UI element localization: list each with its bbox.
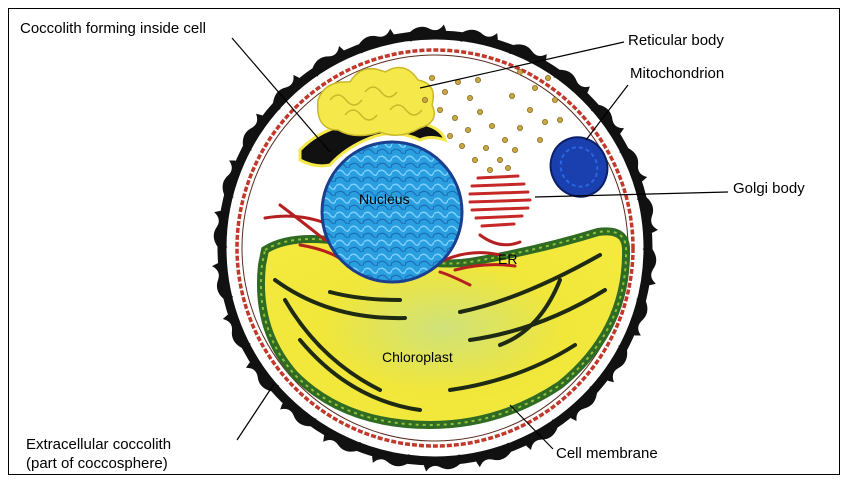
vesicle [429,75,434,80]
vesicle [422,97,427,102]
label-extracellular-coccolith: Extracellular coccolith [26,436,171,453]
vesicle [517,125,522,130]
vesicle [467,95,472,100]
vesicle [437,107,442,112]
label-coccolith-forming: Coccolith forming inside cell [20,20,206,37]
vesicle [537,137,542,142]
vesicle [452,115,457,120]
vesicle [447,133,452,138]
label-coccosphere-note: (part of coccosphere) [26,455,168,472]
vesicle [552,97,557,102]
label-chloroplast: Chloroplast [382,349,453,366]
vesicle [475,77,480,82]
label-reticular-body: Reticular body [628,32,724,49]
vesicle [509,93,514,98]
vesicle [477,109,482,114]
label-cell-membrane: Cell membrane [556,445,658,462]
vesicle [542,119,547,124]
vesicle [483,145,488,150]
vesicle [512,147,517,152]
vesicle [545,75,550,80]
vesicle [497,157,502,162]
vesicle [505,165,510,170]
label-er: ER [498,251,517,268]
label-golgi-body: Golgi body [733,180,805,197]
vesicle [489,123,494,128]
vesicle [472,157,477,162]
label-nucleus: Nucleus [359,191,410,208]
label-mitochondrion: Mitochondrion [630,65,724,82]
vesicle [442,89,447,94]
nucleus [322,142,462,282]
vesicle [502,137,507,142]
vesicle [557,117,562,122]
vesicle [527,107,532,112]
vesicle [487,167,492,172]
vesicle [459,143,464,148]
vesicle [532,85,537,90]
vesicle [517,69,522,74]
vesicle [465,127,470,132]
